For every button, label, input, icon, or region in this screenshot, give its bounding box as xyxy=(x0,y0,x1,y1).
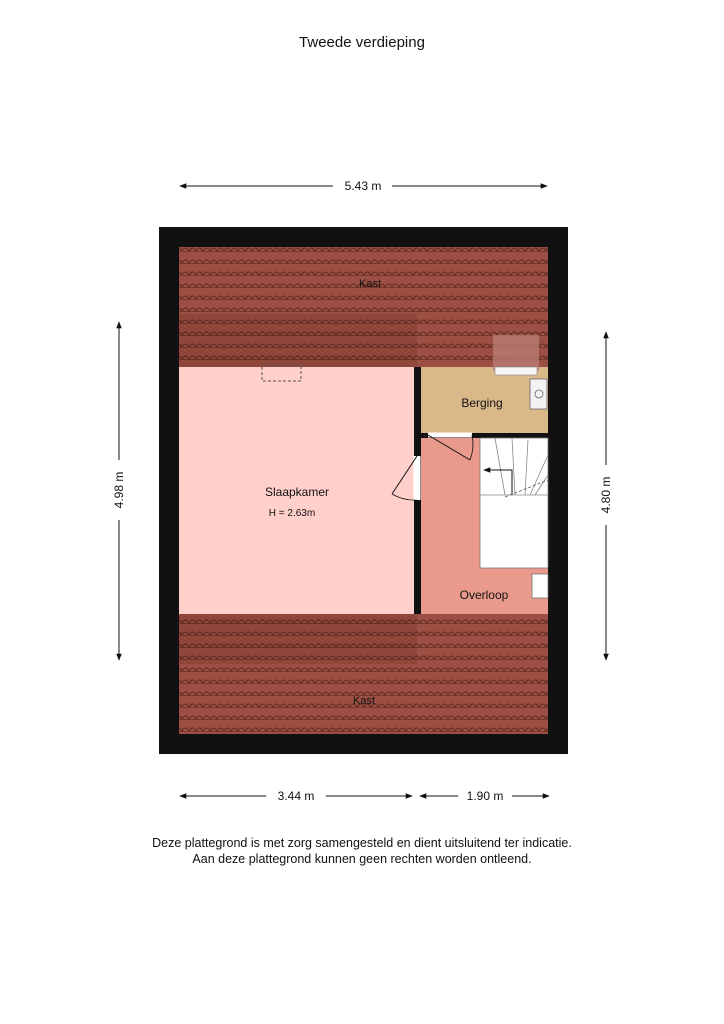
room-slaapkamer xyxy=(179,367,415,614)
label-slaapkamer-height: H = 2.63m xyxy=(269,508,315,519)
roof-top-slope xyxy=(179,314,417,367)
dim-bottom-right-label: 1.90 m xyxy=(467,789,504,803)
dim-right-label: 4.80 m xyxy=(599,477,613,514)
dim-left-label: 4.98 m xyxy=(112,472,126,509)
label-slaapkamer: Slaapkamer xyxy=(265,485,329,499)
stair-steps xyxy=(480,437,549,496)
roof-bottom-slope xyxy=(179,614,417,664)
room-berging xyxy=(421,367,548,433)
dim-bottom-left-label: 3.44 m xyxy=(278,789,315,803)
stair-arrow xyxy=(483,467,513,495)
door-slaapkamer xyxy=(391,455,421,501)
stair-area xyxy=(479,437,549,569)
stair-cut xyxy=(504,479,549,498)
label-berging: Berging xyxy=(461,396,502,410)
vent-box-base xyxy=(494,366,538,376)
disclaimer-line-2: Aan deze plattegrond kunnen geen rechten… xyxy=(192,852,532,866)
disclaimer: Deze plattegrond is met zorg samengestel… xyxy=(0,835,724,867)
page-title: Tweede verdieping xyxy=(299,34,425,51)
label-overloop: Overloop xyxy=(460,588,509,602)
disclaimer-line-1: Deze plattegrond is met zorg samengestel… xyxy=(152,836,572,850)
door-berging xyxy=(427,432,474,461)
label-kast-top: Kast xyxy=(359,278,381,290)
appliance-knob xyxy=(534,389,544,399)
stair-post xyxy=(531,573,549,599)
berging-wall xyxy=(421,433,548,438)
roof-window xyxy=(261,364,302,382)
label-kast-bottom: Kast xyxy=(353,695,375,707)
appliance xyxy=(529,378,548,410)
dim-top-label: 5.43 m xyxy=(345,179,382,193)
vent-box xyxy=(493,335,539,371)
